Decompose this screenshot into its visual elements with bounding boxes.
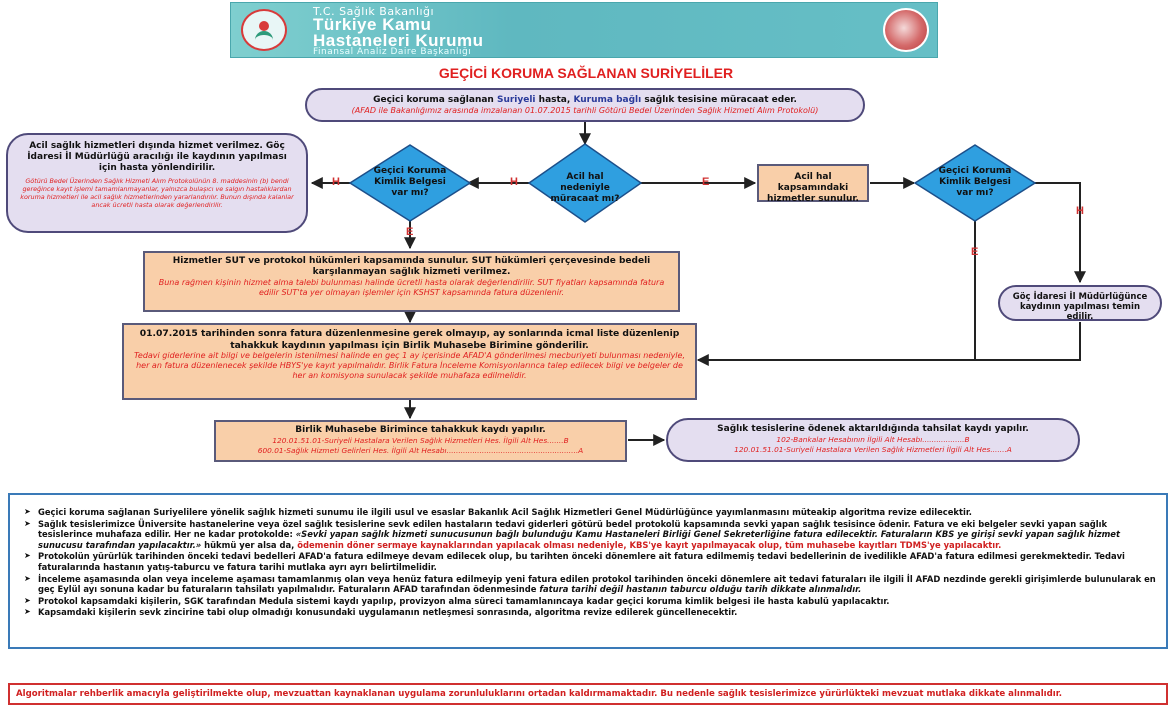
note-text: İnceleme aşamasında olan veya inceleme a… [38,573,1156,595]
note-item: Kapsamdaki kişilerin sevk zincirine tabi… [24,607,1156,618]
sut-title: Hizmetler SUT ve protokol hükümleri kaps… [172,256,651,277]
banner-line4: Finansal Analiz Daire Başkanlığı [313,47,472,57]
ministry-logo-icon [241,9,287,51]
note-text: ödemenin döner sermaye kaynaklarından ya… [297,539,1002,550]
notes-box: Geçici koruma sağlanan Suriyelilere yöne… [8,493,1168,649]
label-h-left-1: H [510,176,518,188]
banner-line1: T.C. Sağlık Bakanlığı [313,5,435,18]
note-text: Kapsamdaki kişilerin sevk zincirine tabi… [38,607,738,618]
note-text: fatura tarihi değil hastanın taburcu old… [539,584,862,595]
decision-emergency-label: Acil hal nedeniyle müracaat mı? [550,172,620,204]
decision-id-left-label: Geçici Koruma Kimlik Belgesi var mı? [373,166,447,198]
header-banner: T.C. Sağlık Bakanlığı Türkiye Kamu Hasta… [230,2,938,58]
label-e-down-left: E [406,226,414,238]
note-item: Sağlık tesislerimizce Üniversite hastane… [24,519,1156,551]
start-text-e: sağlık tesisine müracaat eder. [641,95,797,105]
decision-id-left [348,144,472,222]
note-text: hükmü yer alsa da, [201,539,298,550]
hospital-photo-icon [883,8,929,52]
invoice-sub: Tedavi giderlerine ait bilgi ve belgeler… [134,351,685,380]
accrual-title: Birlik Muhasebe Birimince tahakkuk kaydı… [295,425,546,435]
note-item: Protokolün yürürlük tarihinden önceki te… [24,551,1156,572]
accrual-box: Birlik Muhasebe Birimince tahakkuk kaydı… [214,420,627,462]
flow-connectors [310,122,1086,446]
left-note-title: Acil sağlık hizmetleri dışında hizmet ve… [27,141,287,173]
label-h-left-2: H [332,176,340,188]
banner-line2: Türkiye Kamu [313,15,432,34]
disclaimer-footer: Algoritmalar rehberlik amacıyla geliştir… [8,683,1168,705]
note-text: Geçici koruma sağlanan Suriyelilere yöne… [38,507,972,517]
label-h-down-right: H [1076,205,1084,217]
note-text: taburcu [173,561,211,572]
left-note-sub: Götürü Bedel Üzerinden Sağlık Hizmeti Al… [20,177,294,209]
note-text: Protokol kapsamdaki kişilerin, SGK taraf… [38,595,890,606]
sut-services-box: Hizmetler SUT ve protokol hükümleri kaps… [143,251,680,312]
emergency-services-box: Acil hal kapsamındaki hizmetler sunulur. [757,164,869,204]
decision-id-right-label: Geçici Koruma Kimlik Belgesi var mı? [938,166,1012,198]
invoice-box: 01.07.2015 tarihinden sonra fatura düzen… [122,323,697,400]
sut-sub: Buna rağmen kişinin hizmet alma talebi b… [158,278,665,297]
collection-line1: 102-Bankalar Hesabının İlgili Alt Hesabı… [776,435,970,444]
start-text-a: Geçici koruma sağlanan [373,95,497,105]
accrual-line1: 120.01.51.01-Suriyeli Hastalara Verilen … [272,436,569,445]
note-text: «Sevki yapan sağlık hizmeti sunucusunun … [38,529,1120,550]
banner-line3: Hastaneleri Kurumu [313,31,484,50]
start-terminal: Geçici koruma sağlanan Suriyeli hasta, K… [305,88,865,122]
decision-id-right [913,144,1037,222]
start-text-d: Kuruma bağlı [573,95,642,105]
invoice-title: 01.07.2015 tarihinden sonra fatura düzen… [139,328,680,351]
start-subtext: (AFAD ile Bakanlığımız arasında imzalana… [351,106,819,115]
collection-title: Sağlık tesislerine ödenek aktarıldığında… [717,424,1029,434]
goc-idaresi-box: Göç İdaresi İl Müdürlüğünce kaydının yap… [998,285,1162,322]
note-text: Sağlık tesislerimizce Üniversite hastane… [38,518,1108,540]
note-item: Protokol kapsamdaki kişilerin, SGK taraf… [24,596,1156,607]
accrual-line2: 600.01-Sağlık Hizmeti Gelirleri Hes. İlg… [257,446,584,455]
collection-line2: 120.01.51.01-Suriyeli Hastalara Verilen … [734,445,1012,454]
start-text-b: Suriyeli [496,95,536,105]
label-e-right: E [702,176,710,188]
note-text: ve fatura tarihi mutlaka ayrı ayrı belir… [210,561,437,572]
label-e-down-right: E [971,246,979,258]
collection-box: Sağlık tesislerine ödenek aktarıldığında… [666,418,1080,462]
note-item: Geçici koruma sağlanan Suriyelilere yöne… [24,507,1156,518]
note-text: Protokolün yürürlük tarihinden önceki te… [38,551,1125,572]
left-note-box: Acil sağlık hizmetleri dışında hizmet ve… [6,133,308,233]
start-text: Geçici koruma sağlanan Suriyeli hasta, K… [307,95,863,106]
page-title: GEÇİCİ KORUMA SAĞLANAN SURİYELİLER [438,65,734,81]
decision-emergency [527,143,643,223]
start-text-c: hasta, [535,95,574,105]
note-item: İnceleme aşamasında olan veya inceleme a… [24,574,1156,595]
